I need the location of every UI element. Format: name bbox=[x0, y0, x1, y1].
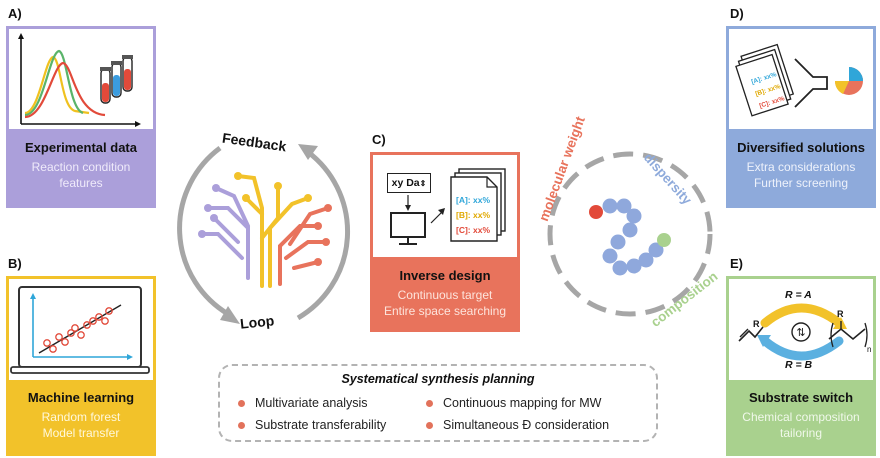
panel-b-sub2: Model transfer bbox=[42, 426, 120, 440]
panel-c-sub1: Continuous target bbox=[397, 288, 493, 302]
substrate-switch-icon: ⇅ bbox=[738, 303, 868, 361]
panel-d-image: [A]: xx% [B]: xx% [C]: xx% bbox=[729, 29, 873, 129]
panel-d-letter: D) bbox=[730, 6, 744, 21]
spectrum-vials-icon bbox=[18, 33, 141, 127]
panel-d-title: Diversified solutions bbox=[737, 140, 865, 155]
laptop-scatter-icon bbox=[10, 286, 150, 374]
panel-d-card: [A]: xx% [B]: xx% [C]: xx% Diversified s… bbox=[726, 26, 876, 208]
panel-e-letter: E) bbox=[730, 256, 743, 271]
panel-a-title: Experimental data bbox=[25, 140, 137, 155]
planning-item: Multivariate analysis bbox=[238, 396, 368, 410]
loop-arc-left bbox=[177, 145, 230, 317]
panel-b-card: Machine learning Random forest Model tra… bbox=[6, 276, 156, 456]
panel-c-title: Inverse design bbox=[399, 268, 491, 283]
panel-d-footer: Diversified solutions Extra consideratio… bbox=[726, 132, 876, 208]
feedback-loop-diagram bbox=[177, 144, 351, 324]
panel-a-sub1: Reaction condition bbox=[31, 160, 131, 174]
panel-e-sub2: tailoring bbox=[779, 426, 823, 440]
panel-b-letter: B) bbox=[8, 256, 22, 271]
panel-a-sub2: features bbox=[59, 176, 103, 190]
panel-e-footer: Substrate switch Chemical composition ta… bbox=[726, 382, 876, 456]
panel-b-footer: Machine learning Random forest Model tra… bbox=[6, 382, 156, 456]
panel-c-sub2: Entire space searching bbox=[383, 304, 507, 318]
planning-title: Systematical synthesis planning bbox=[341, 372, 535, 386]
loop-arc-right bbox=[296, 150, 351, 321]
panel-a-image bbox=[9, 29, 153, 129]
panel-c-doc-line-c: [C]: xx% bbox=[456, 225, 491, 235]
panel-c-card: xy Da⇕ [A]: xx% [B]: xx% [C]: xx% Invers… bbox=[370, 152, 520, 332]
bullet-dot-icon bbox=[426, 399, 433, 407]
r-substituent-label: R bbox=[753, 319, 760, 329]
panel-d-sub1: Extra considerations bbox=[746, 160, 856, 174]
r-equals-a-label: R = A bbox=[785, 289, 812, 301]
computer-docs-icon bbox=[390, 168, 506, 245]
brain-circuit-icon bbox=[198, 172, 332, 288]
bullet-dot-icon bbox=[238, 421, 245, 429]
svg-text:⇅: ⇅ bbox=[796, 326, 805, 339]
r-group-label: R bbox=[837, 309, 844, 319]
panel-b-sub1: Random forest bbox=[41, 410, 121, 424]
loop-arrow-right-icon bbox=[298, 144, 318, 160]
planning-item: Simultaneous Đ consideration bbox=[426, 418, 609, 432]
panel-e-image: ⇅ R = A R = B R R n bbox=[729, 279, 873, 380]
panel-e-sub1: Chemical composition bbox=[742, 410, 860, 424]
r-equals-b-label: R = B bbox=[785, 359, 813, 371]
panel-a-footer: Experimental data Reaction condition fea… bbox=[6, 132, 156, 208]
mw-input-label: xy Da bbox=[391, 177, 420, 189]
panel-c-letter: C) bbox=[372, 132, 386, 147]
bullet-dot-icon bbox=[238, 399, 245, 407]
planning-item: Continuous mapping for MW bbox=[426, 396, 601, 410]
panel-c-doc-line-b: [B]: xx% bbox=[456, 210, 491, 220]
funnel-docs-pie-icon bbox=[735, 43, 863, 117]
dashed-ring bbox=[547, 151, 713, 317]
panel-c-doc-line-a: [A]: xx% bbox=[456, 195, 491, 205]
panel-c-footer: Inverse design Continuous target Entire … bbox=[370, 260, 520, 332]
property-ring-diagram bbox=[547, 151, 713, 317]
panel-b-image bbox=[9, 279, 153, 380]
planning-box: Systematical synthesis planning Multivar… bbox=[218, 364, 658, 442]
panel-b-title: Machine learning bbox=[27, 390, 135, 405]
panel-a-letter: A) bbox=[8, 6, 22, 21]
polymer-chain-icon bbox=[589, 198, 671, 276]
repeat-n-label: n bbox=[867, 345, 872, 354]
loop-arrow-left-icon bbox=[220, 306, 240, 324]
planning-item: Substrate transferability bbox=[238, 418, 386, 432]
panel-d-sub2: Further screening bbox=[753, 176, 849, 190]
bullet-dot-icon bbox=[426, 421, 433, 429]
panel-e-card: ⇅ R = A R = B R R n Substrate switch Che… bbox=[726, 276, 876, 456]
panel-c-image: xy Da⇕ [A]: xx% [B]: xx% [C]: xx% bbox=[373, 155, 517, 257]
panel-e-title: Substrate switch bbox=[748, 390, 854, 405]
panel-a-card: Experimental data Reaction condition fea… bbox=[6, 26, 156, 208]
mw-input-box: xy Da⇕ bbox=[387, 173, 431, 193]
